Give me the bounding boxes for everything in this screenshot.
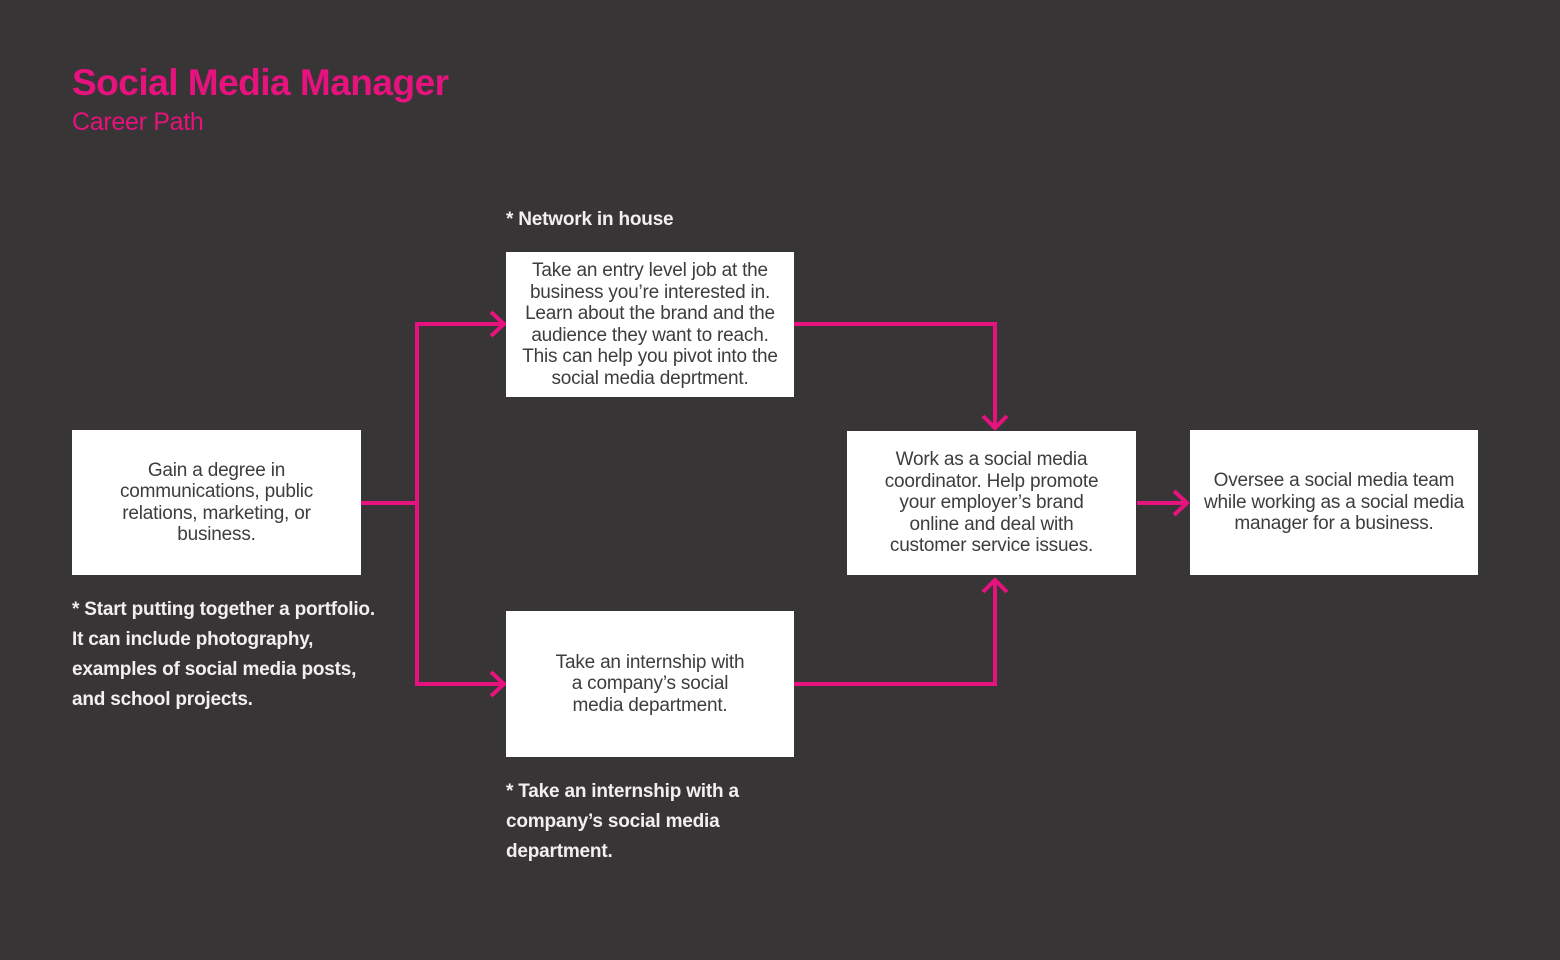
node-degree: Gain a degree in communications, public …: [72, 430, 361, 575]
internship-note: * Take an internship with a company’s so…: [506, 781, 739, 862]
node-entry-level-job: Take an entry level job at the business …: [506, 252, 794, 397]
portfolio-note: * Start putting together a portfolio. It…: [72, 599, 375, 710]
page-subtitle: Career Path: [72, 107, 204, 136]
arrowhead-to-entry-job: [489, 310, 507, 338]
node-coordinator: Work as a social media coordinator. Help…: [847, 431, 1136, 575]
arrowhead-to-internship: [489, 670, 507, 698]
node-internship: Take an internship with a company’s soci…: [506, 611, 794, 757]
page-title: Social Media Manager: [72, 62, 449, 103]
network-in-house-label: * Network in house: [506, 209, 674, 230]
arrowhead-to-coordinator-top: [981, 414, 1009, 431]
edge-entry-job-coordinator: [794, 322, 997, 426]
arrowhead-to-manager: [1172, 489, 1190, 517]
node-manager: Oversee a social media team while workin…: [1190, 430, 1478, 575]
arrowhead-to-coordinator-bottom: [981, 577, 1009, 594]
edge-internship-coordinator: [794, 582, 997, 686]
header: Social Media Manager Career Path: [72, 62, 449, 137]
